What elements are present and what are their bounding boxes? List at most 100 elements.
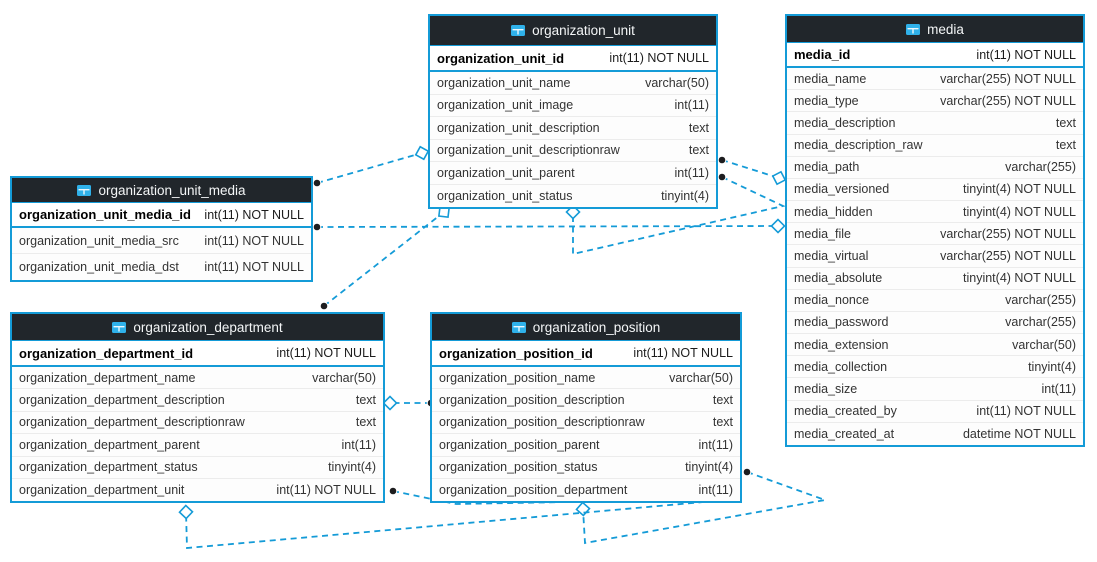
column-type: varchar(50) <box>1012 337 1076 352</box>
column-type: int(11) <box>674 165 709 180</box>
table-header-organization-department[interactable]: organization_department <box>12 314 383 341</box>
column-name: organization_unit_description <box>437 120 600 135</box>
fk-dot-endpoint <box>312 178 322 188</box>
table-header-organization-unit-media[interactable]: organization_unit_media <box>12 178 311 203</box>
column-name: media_size <box>794 381 858 396</box>
table-row[interactable]: organization_position_name varchar(50) <box>432 367 740 390</box>
column-name: media_versioned <box>794 182 890 197</box>
table-title: media <box>927 21 964 37</box>
column-name: media_extension <box>794 337 889 352</box>
column-name: organization_department_name <box>19 370 196 385</box>
table-organization-unit-media[interactable]: organization_unit_media organization_uni… <box>10 176 313 282</box>
column-name: organization_unit_media_dst <box>19 260 179 274</box>
table-icon <box>511 25 526 36</box>
column-type: tinyint(4) NOT NULL <box>963 271 1076 286</box>
table-header-media[interactable]: media <box>787 16 1083 43</box>
column-name: organization_department_id <box>19 345 194 361</box>
fk-dot-endpoint <box>312 222 322 232</box>
column-type: varchar(255) NOT NULL <box>940 248 1076 263</box>
column-type: int(11) NOT NULL <box>276 483 376 498</box>
table-header-organization-unit[interactable]: organization_unit <box>430 16 716 46</box>
column-type: text <box>1055 115 1076 130</box>
column-type: int(11) NOT NULL <box>609 51 709 65</box>
table-title: organization_unit <box>532 23 635 38</box>
table-organization-position[interactable]: organization_position organization_posit… <box>430 312 742 504</box>
column-type: varchar(255) <box>1005 315 1076 330</box>
table-icon <box>511 321 526 333</box>
column-name: media_file <box>794 226 851 241</box>
relationship-organization_unit-to-media <box>717 155 787 186</box>
table-title: organization_unit_media <box>98 182 246 198</box>
column-name: media_virtual <box>794 248 869 263</box>
table-row[interactable]: organization_unit_parent int(11) <box>430 162 716 185</box>
column-name: organization_unit_media_id <box>19 207 191 222</box>
column-type: tinyint(4) <box>1028 359 1076 374</box>
column-type: int(11) NOT NULL <box>976 404 1076 419</box>
column-type: int(11) NOT NULL <box>276 346 376 360</box>
column-name: organization_unit_descriptionraw <box>437 143 620 158</box>
column-name: media_name <box>794 71 867 86</box>
column-name: organization_position_name <box>439 370 596 385</box>
table-title: organization_department <box>133 319 283 335</box>
column-name: media_path <box>794 160 860 175</box>
fk-dot-endpoint <box>319 301 329 311</box>
column-name: media_created_at <box>794 426 895 441</box>
column-type: text <box>712 393 733 408</box>
table-organization-department[interactable]: organization_department organization_dep… <box>10 312 385 504</box>
column-name: organization_unit_image <box>437 98 574 113</box>
column-name: media_created_by <box>794 404 897 419</box>
table-row[interactable]: media_virtual varchar(255) NOT NULL <box>787 245 1083 268</box>
column-name: organization_unit_name <box>437 75 571 90</box>
column-type: text <box>355 393 376 408</box>
relationship-organization_department-to-organization_unit <box>319 205 451 311</box>
table-row[interactable]: media_created_by int(11) NOT NULL <box>787 400 1083 423</box>
column-name: organization_unit_parent <box>437 165 575 180</box>
column-name: organization_unit_media_src <box>19 233 179 248</box>
primary-key-row[interactable]: organization_department_id int(11) NOT NU… <box>12 341 383 367</box>
column-name: organization_position_descriptionraw <box>439 415 645 430</box>
table-row[interactable]: media_extension varchar(50) <box>787 334 1083 357</box>
column-name: organization_department_parent <box>19 437 200 452</box>
fk-dot-endpoint <box>742 467 752 477</box>
column-type: varchar(50) <box>669 370 733 385</box>
table-header-organization-position[interactable]: organization_position <box>432 314 740 341</box>
